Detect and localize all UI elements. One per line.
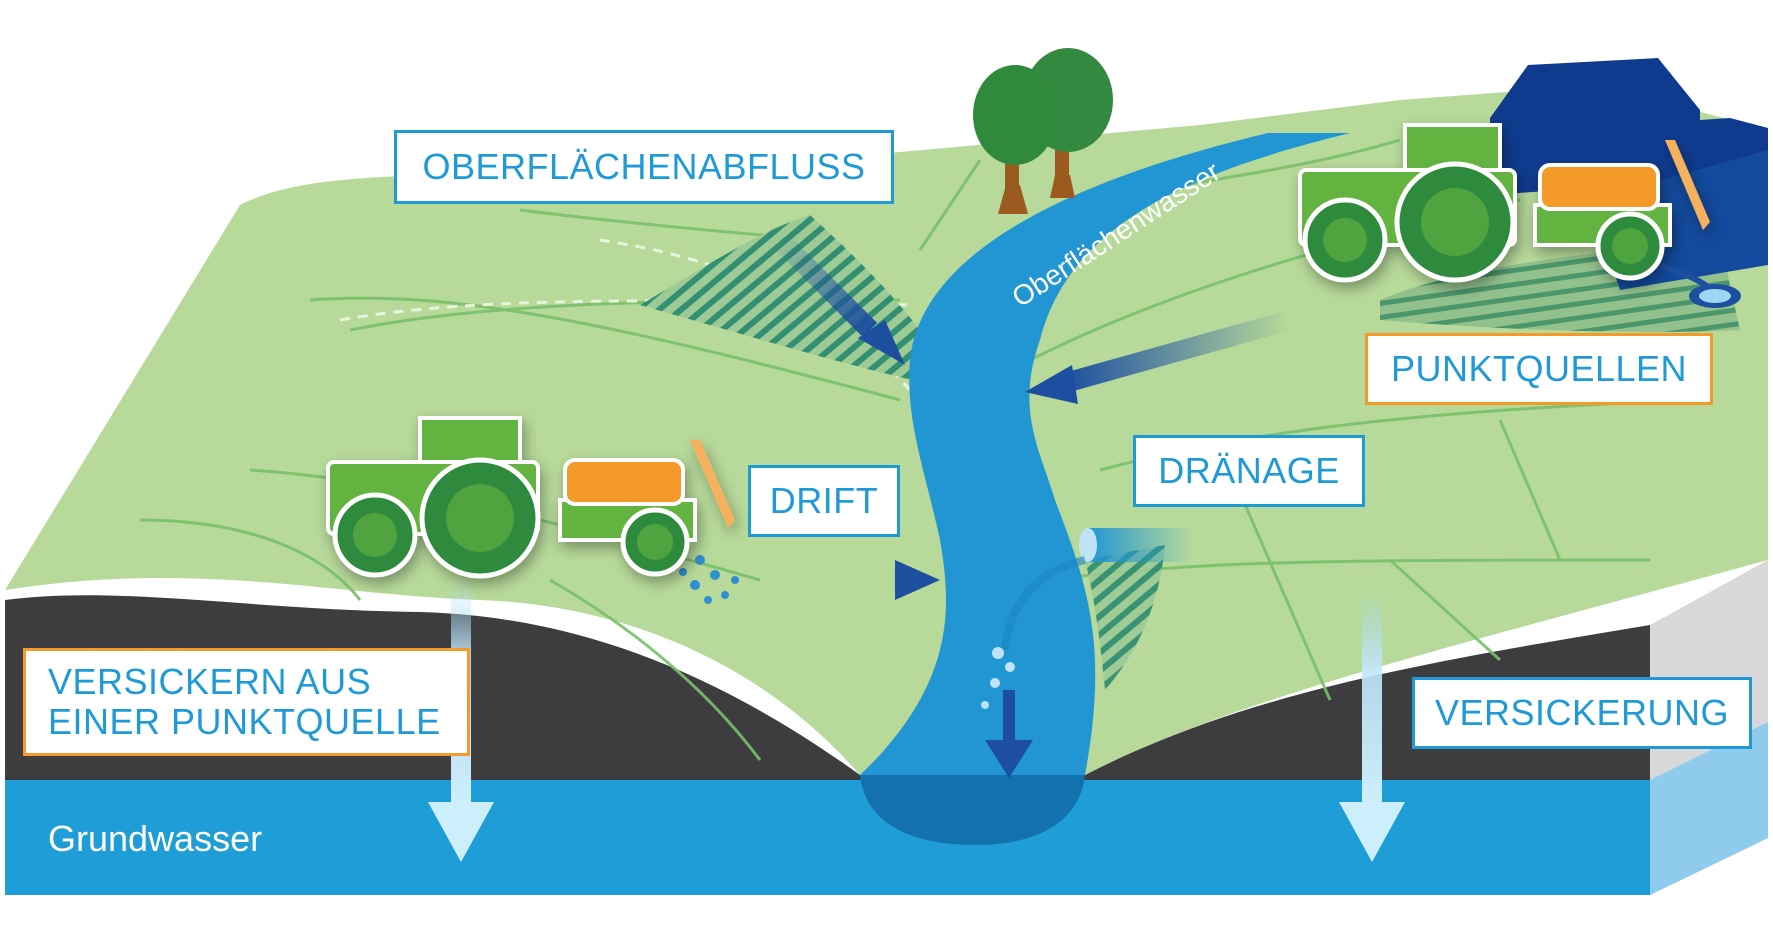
arrow-seepage-right <box>1339 590 1405 862</box>
label-point-sources: PUNKTQUELLEN <box>1365 333 1713 405</box>
water-drop-icon <box>981 647 1015 709</box>
label-seepage: VERSICKERUNG <box>1412 677 1752 749</box>
drainage-hatch <box>1085 545 1165 690</box>
sprayer-tank-icon <box>558 440 735 577</box>
label-drainage: DRÄNAGE <box>1133 435 1365 507</box>
river <box>860 133 1350 775</box>
block-side-water <box>1650 722 1768 895</box>
label-groundwater: Grundwasser <box>48 818 263 859</box>
leak-puddle <box>1659 262 1741 308</box>
label-surface-runoff-text: OBERFLÄCHENABFLUSS <box>422 146 866 187</box>
label-drainage-text: DRÄNAGE <box>1158 450 1340 491</box>
arrow-point-source <box>1025 310 1293 404</box>
label-seepage-text: VERSICKERUNG <box>1434 692 1730 733</box>
sprayer-tank-icon <box>1533 140 1710 281</box>
label-point-source-seepage: VERSICKERN AUS EINER PUNKTQUELLE <box>23 648 470 756</box>
tree-icon <box>973 48 1113 214</box>
drain-pipe-icon <box>1001 528 1193 651</box>
label-surface-runoff: OBERFLÄCHENABFLUSS <box>394 130 894 204</box>
house-icon <box>1490 58 1768 290</box>
arrow-drift <box>730 560 940 600</box>
river-infiltration <box>860 775 1085 845</box>
label-drift: DRIFT <box>748 465 900 537</box>
spray-drops <box>679 555 739 604</box>
tractor-icon <box>1298 123 1517 283</box>
arrow-runoff <box>772 232 905 365</box>
label-point-source-seepage-line2: EINER PUNKTQUELLE <box>48 701 441 742</box>
label-point-source-seepage-line1: VERSICKERN AUS <box>48 661 372 702</box>
tractor-icon <box>326 416 541 579</box>
label-point-sources-text: PUNKTQUELLEN <box>1390 348 1688 389</box>
label-drift-text: DRIFT <box>769 480 879 521</box>
arrow-seepage-river <box>985 690 1033 778</box>
